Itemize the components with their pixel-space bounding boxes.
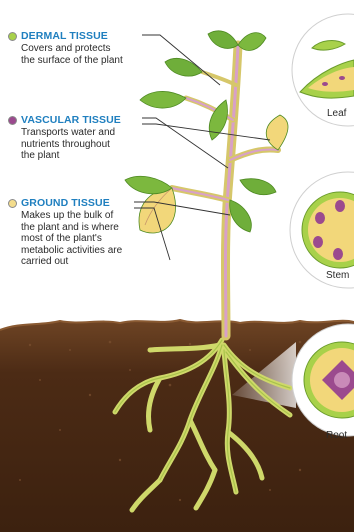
dermal-tissue-title: DERMAL TISSUE (21, 30, 108, 42)
vascular-tissue-heading: VASCULAR TISSUE (8, 114, 126, 126)
stem-callout-label: Stem (326, 270, 349, 281)
leaf (125, 176, 172, 194)
vascular-tissue-legend: VASCULAR TISSUE Transports water and nut… (8, 114, 126, 162)
ground-tissue-title: GROUND TISSUE (21, 197, 110, 209)
leaf (165, 58, 202, 76)
ground-tissue-description: Makes up the bulk of the plant and is wh… (21, 210, 126, 268)
leaf (139, 188, 176, 233)
leaf (238, 33, 266, 51)
leaves (125, 31, 288, 233)
leaf-zoom-beam (262, 58, 296, 120)
leaf (230, 200, 252, 232)
leaf (266, 115, 288, 150)
vascular-tissue-description: Transports water and nutrients throughou… (21, 127, 126, 162)
ground-color-dot (8, 199, 17, 208)
ground-tissue-heading: GROUND TISSUE (8, 197, 126, 209)
vascular-tissue-title: VASCULAR TISSUE (21, 114, 121, 126)
dermal-tissue-heading: DERMAL TISSUE (8, 30, 126, 42)
dermal-tissue-legend: DERMAL TISSUE Covers and protects the su… (8, 30, 126, 66)
ground-tissue-legend: GROUND TISSUE Makes up the bulk of the p… (8, 197, 126, 268)
vascular-color-dot (8, 116, 17, 125)
leaf (140, 91, 186, 108)
vascular-leader (142, 124, 270, 140)
leaf (208, 31, 238, 49)
dermal-tissue-description: Covers and protects the surface of the p… (21, 43, 126, 66)
leaf (240, 179, 276, 195)
dermal-color-dot (8, 32, 17, 41)
leaf-callout-label: Leaf (327, 108, 346, 119)
root-callout-label: Root (326, 430, 347, 441)
